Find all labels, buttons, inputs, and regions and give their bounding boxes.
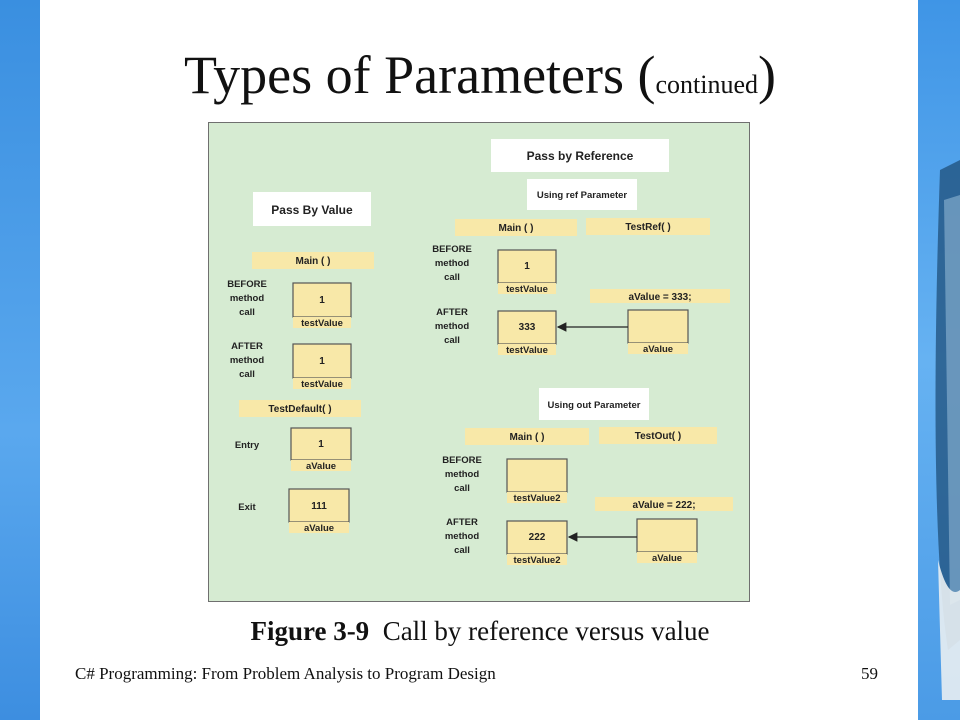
ref-before-var-box xyxy=(498,283,556,294)
ref-after-var: testValue xyxy=(506,345,548,356)
pbv-main-label-box xyxy=(252,252,374,269)
out-before-memory-box xyxy=(506,458,568,493)
out-after-memory-box xyxy=(506,520,568,555)
ref-param-memory-box xyxy=(627,309,689,344)
out-param-memory-box xyxy=(636,518,698,553)
pbv-entry-label: Entry xyxy=(235,440,260,451)
pbv-before-line2: method xyxy=(230,293,265,304)
ref-before-value: 1 xyxy=(524,261,530,272)
figure-diagram: Pass By Value Main ( ) BEFORE method cal… xyxy=(208,122,750,602)
ref-before-line1: BEFORE xyxy=(432,244,472,255)
right-blue-band xyxy=(918,0,960,720)
out-param-var: aValue xyxy=(652,553,682,564)
ref-after-line3: call xyxy=(444,335,460,346)
title-continued-text: continued xyxy=(655,70,759,99)
out-before-var: testValue2 xyxy=(514,493,561,504)
ref-method-label: TestRef( ) xyxy=(625,222,670,233)
pbv-before-line1: BEFORE xyxy=(227,279,267,290)
out-subheading: Using out Parameter xyxy=(548,400,641,411)
ref-subheading: Using ref Parameter xyxy=(537,190,628,201)
pass-by-reference-heading: Pass by Reference xyxy=(527,149,634,163)
pass-by-value-heading: Pass By Value xyxy=(271,203,353,217)
pbv-before-var: testValue xyxy=(301,318,343,329)
out-after-line2: method xyxy=(445,531,480,542)
pbv-exit-value: 111 xyxy=(311,501,327,512)
out-method-label: TestOut( ) xyxy=(635,431,681,442)
out-assign-label-box xyxy=(595,497,733,511)
slide-footer: C# Programming: From Problem Analysis to… xyxy=(75,664,496,683)
diagram-svg: Pass By Value Main ( ) BEFORE method cal… xyxy=(227,139,733,566)
ref-assign-label-box xyxy=(590,289,730,303)
ref-subheading-box xyxy=(527,179,637,210)
out-after-var: testValue2 xyxy=(514,555,561,566)
out-after-var-box xyxy=(507,554,567,565)
ref-main-label: Main ( ) xyxy=(499,223,534,234)
ref-after-value: 333 xyxy=(519,322,536,333)
pbv-after-line2: method xyxy=(230,355,265,366)
ref-method-label-box xyxy=(586,218,710,235)
ref-assign-label: aValue = 333; xyxy=(628,292,691,303)
pbv-method-label: TestDefault( ) xyxy=(268,404,331,415)
pbv-after-var-box xyxy=(293,378,351,389)
out-main-label-box xyxy=(465,428,589,445)
pbv-after-line3: call xyxy=(239,369,255,380)
title-main-text: Types of Parameters ( xyxy=(183,45,656,105)
pbv-exit-label: Exit xyxy=(238,502,256,513)
pbv-entry-memory-box xyxy=(290,427,352,461)
out-after-value: 222 xyxy=(529,532,546,543)
out-subheading-box xyxy=(539,388,649,420)
pbv-entry-var-box xyxy=(291,460,351,471)
out-after-line1: AFTER xyxy=(446,517,478,528)
ref-before-line2: method xyxy=(435,258,470,269)
ref-param-var-box xyxy=(628,343,688,354)
out-before-line3: call xyxy=(454,483,470,494)
out-assign-label: aValue = 222; xyxy=(632,500,695,511)
slide-title: Types of Parameters (continued) xyxy=(0,44,960,106)
out-param-var-box xyxy=(637,552,697,563)
ref-main-label-box xyxy=(455,219,577,236)
out-before-line1: BEFORE xyxy=(442,455,482,466)
out-method-label-box xyxy=(599,427,717,444)
pbv-exit-var: aValue xyxy=(304,523,334,534)
out-main-label: Main ( ) xyxy=(510,432,545,443)
pbv-after-line1: AFTER xyxy=(231,341,263,352)
pass-by-reference-heading-box xyxy=(491,139,669,172)
left-blue-band xyxy=(0,0,40,720)
figure-caption: Figure 3-9 Call by reference versus valu… xyxy=(0,616,960,647)
pbv-before-value: 1 xyxy=(319,295,325,306)
ref-before-line3: call xyxy=(444,272,460,283)
caption-figure-number: Figure 3-9 xyxy=(250,616,370,646)
pbv-before-var-box xyxy=(293,317,351,328)
pbv-entry-value: 1 xyxy=(318,439,324,450)
pbv-exit-var-box xyxy=(289,522,349,533)
caption-text: Call by reference versus value xyxy=(369,616,710,646)
pass-by-value-heading-box xyxy=(253,192,371,226)
pbv-method-label-box xyxy=(239,400,361,417)
out-before-var-box xyxy=(507,492,567,503)
pbv-entry-var: aValue xyxy=(306,461,336,472)
pbv-before-line3: call xyxy=(239,307,255,318)
page-number: 59 xyxy=(861,664,878,683)
ref-after-var-box xyxy=(498,344,556,355)
out-before-line2: method xyxy=(445,469,480,480)
pbv-before-memory-box xyxy=(292,282,352,318)
ref-param-var: aValue xyxy=(643,344,673,355)
ref-after-line1: AFTER xyxy=(436,307,468,318)
pbv-after-value: 1 xyxy=(319,356,325,367)
tower-image xyxy=(935,160,960,700)
ref-after-line2: method xyxy=(435,321,470,332)
pbv-after-var: testValue xyxy=(301,379,343,390)
ref-before-memory-box xyxy=(497,249,557,284)
pbv-main-label: Main ( ) xyxy=(296,256,331,267)
out-after-line3: call xyxy=(454,545,470,556)
ref-before-var: testValue xyxy=(506,284,548,295)
title-close-paren: ) xyxy=(758,45,777,105)
